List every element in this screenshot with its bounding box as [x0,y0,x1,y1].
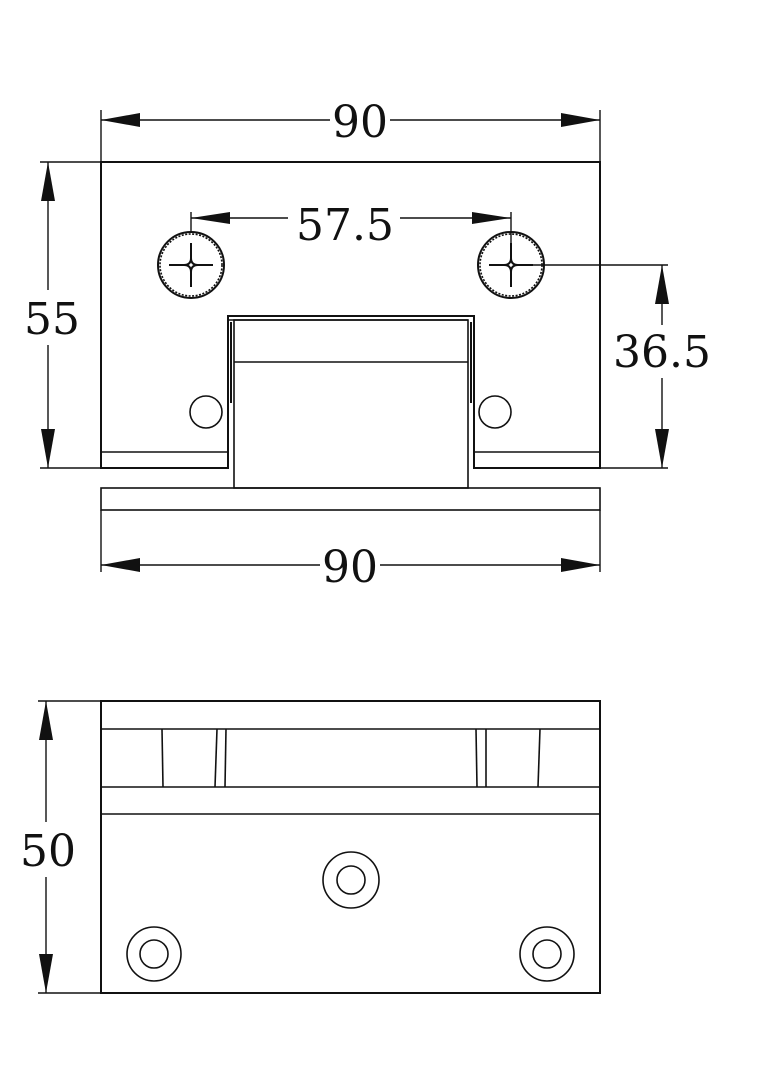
side-view [100,700,601,994]
dimension-label: 50 [20,826,76,877]
dimension-hole-offset: 36.5 [530,264,711,469]
mounting-hole [126,926,182,982]
dimension-label: 57.5 [296,200,394,251]
plate-outline [100,161,601,469]
dimension-label: 90 [322,542,378,593]
dimension-bottom-width: 90 [100,510,601,593]
dimension-top-width: 90 [100,97,601,162]
dimension-label: 90 [332,97,388,148]
pin-hole-left [189,395,223,429]
base-plate [100,487,601,511]
dimension-label: 36.5 [613,327,711,378]
pin-hole-right [478,395,512,429]
front-view [100,161,601,511]
dimension-hole-spacing: 57.5 [190,200,512,258]
side-outline [100,700,601,994]
mounting-hole [322,851,380,909]
dimension-height: 55 [24,161,101,469]
hinge-body [233,319,469,489]
dimension-side-height: 50 [20,700,101,994]
dimension-label: 55 [24,294,80,345]
mounting-hole [519,926,575,982]
screw-icon [157,231,225,299]
